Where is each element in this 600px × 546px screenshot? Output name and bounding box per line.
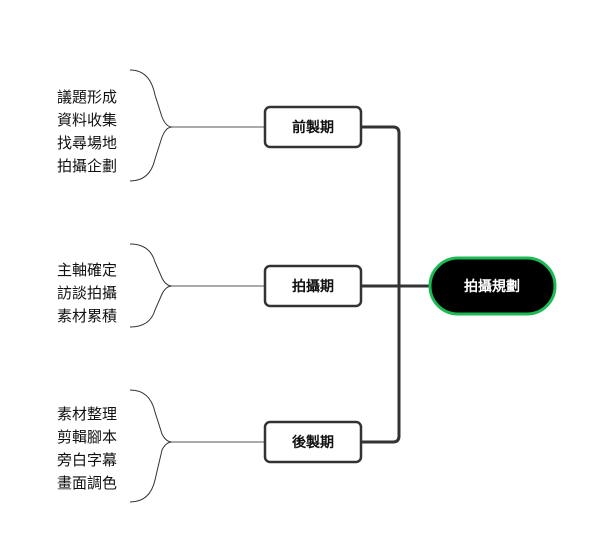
leaf-items: 議題形成 資料收集 找尋場地 拍攝企劃 主軸確定 訪談拍攝 素材累積 素材整理 …	[57, 88, 117, 492]
branch-nodes: 前製期 拍攝期 後製期	[263, 105, 363, 464]
bracket-links	[172, 126, 265, 443]
root-node[interactable]: 拍攝規劃	[428, 256, 557, 316]
leaf-item: 剪輯腳本	[57, 428, 117, 446]
branch-node-preproduction[interactable]: 前製期	[263, 105, 363, 149]
bracket-preproduction	[129, 69, 173, 182]
leaf-item: 畫面調色	[57, 474, 117, 492]
branch-node-box	[263, 105, 363, 149]
branch-node-label: 拍攝期	[292, 278, 334, 295]
brackets	[129, 69, 173, 503]
leaf-item: 素材累積	[57, 307, 117, 325]
branch-node-box	[263, 264, 363, 308]
leaf-item: 訪談拍攝	[57, 284, 117, 302]
connectors	[359, 125, 433, 444]
branch-node-box	[263, 420, 363, 464]
branch-node-label: 前製期	[292, 119, 334, 136]
leaf-item: 旁白字幕	[57, 451, 117, 469]
branch-node-label: 後製期	[292, 434, 334, 451]
branch-node-postproduction[interactable]: 後製期	[263, 420, 363, 464]
leaf-item: 議題形成	[57, 88, 117, 106]
bracket-postproduction	[129, 389, 173, 503]
root-node-label: 拍攝規劃	[464, 278, 520, 295]
leaf-item: 素材整理	[57, 405, 117, 423]
leaf-item: 找尋場地	[57, 134, 117, 152]
root-node-box	[428, 256, 557, 316]
bracket-shooting	[129, 243, 173, 328]
leaf-item: 資料收集	[57, 111, 117, 129]
leaf-item: 拍攝企劃	[57, 157, 117, 175]
branch-node-shooting[interactable]: 拍攝期	[263, 264, 363, 308]
leaf-item: 主軸確定	[57, 261, 117, 279]
